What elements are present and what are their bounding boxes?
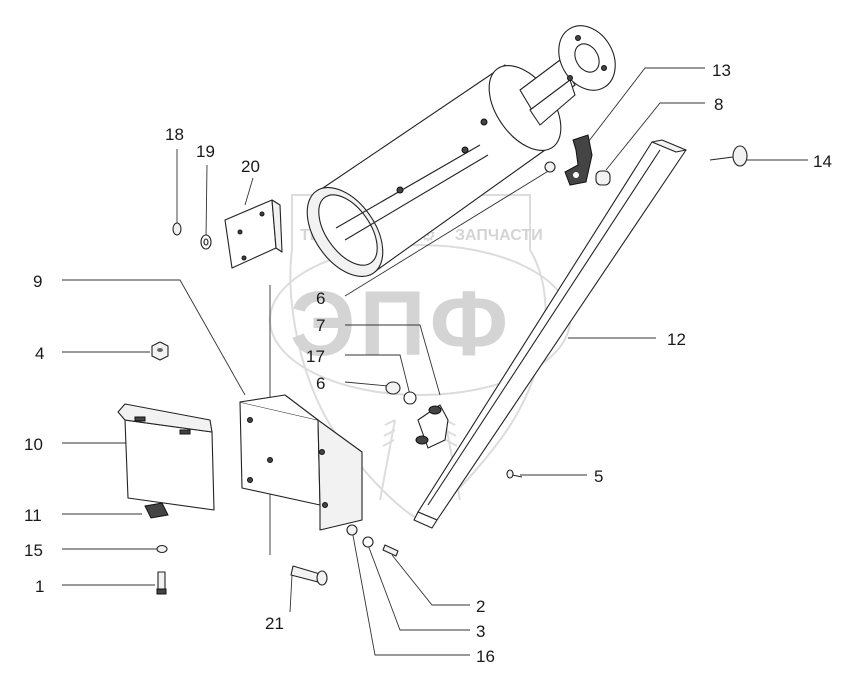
callout-20: 20 bbox=[241, 157, 260, 176]
part-15-washer bbox=[156, 544, 168, 554]
part-14-bolt bbox=[709, 145, 748, 167]
part-20-plate bbox=[224, 199, 283, 269]
part-12-guard bbox=[413, 139, 687, 529]
part-17-washer bbox=[403, 391, 417, 405]
part-3-washer bbox=[362, 536, 374, 548]
callout-9: 9 bbox=[33, 272, 42, 291]
callout-11: 11 bbox=[24, 506, 42, 525]
part-4-nut bbox=[151, 341, 169, 361]
callout-12: 12 bbox=[667, 330, 686, 349]
part-6-nut-upper bbox=[544, 161, 556, 173]
callout-15: 15 bbox=[24, 541, 43, 560]
callout-10: 10 bbox=[24, 435, 43, 454]
part-19-washer bbox=[200, 234, 212, 250]
callout-16: 16 bbox=[476, 647, 495, 666]
watermark-logo: ЭПФ bbox=[290, 273, 512, 375]
part-5-screw bbox=[506, 469, 523, 479]
callout-1: 1 bbox=[35, 577, 44, 596]
part-18-washer bbox=[172, 222, 182, 236]
part-8-bushing bbox=[595, 170, 611, 186]
leader-lines bbox=[62, 67, 808, 656]
part-13-bracket bbox=[564, 134, 593, 186]
part-2-bolt bbox=[382, 544, 399, 557]
callout-19: 19 bbox=[196, 142, 215, 161]
callout-2: 2 bbox=[476, 597, 485, 616]
callout-13: 13 bbox=[712, 61, 731, 80]
part-21-bolt bbox=[290, 565, 328, 586]
part-1-bolt bbox=[156, 571, 167, 595]
part-10-cover bbox=[117, 403, 215, 511]
callout-5: 5 bbox=[594, 467, 603, 486]
callout-6-upper: 6 bbox=[316, 289, 325, 308]
tube-assembly bbox=[306, 25, 616, 277]
callout-labels: 13 8 14 18 19 20 9 6 7 12 4 17 6 10 5 11… bbox=[24, 61, 832, 666]
part-11-block bbox=[144, 502, 169, 519]
callout-3: 3 bbox=[476, 622, 485, 641]
callout-21: 21 bbox=[265, 614, 284, 633]
part-7-clamp bbox=[415, 404, 449, 449]
part-6-nut-lower bbox=[385, 381, 401, 395]
callout-4: 4 bbox=[35, 344, 44, 363]
callout-14: 14 bbox=[813, 152, 832, 171]
callout-18: 18 bbox=[165, 125, 184, 144]
callout-7: 7 bbox=[316, 316, 325, 335]
callout-17: 17 bbox=[306, 347, 325, 366]
part-16-washer bbox=[346, 524, 358, 536]
part-9-bracket bbox=[239, 394, 363, 531]
callout-8: 8 bbox=[714, 95, 723, 114]
watermark-brand-right: ЗАПЧАСТИ bbox=[455, 227, 543, 244]
callout-6-lower: 6 bbox=[316, 374, 325, 393]
